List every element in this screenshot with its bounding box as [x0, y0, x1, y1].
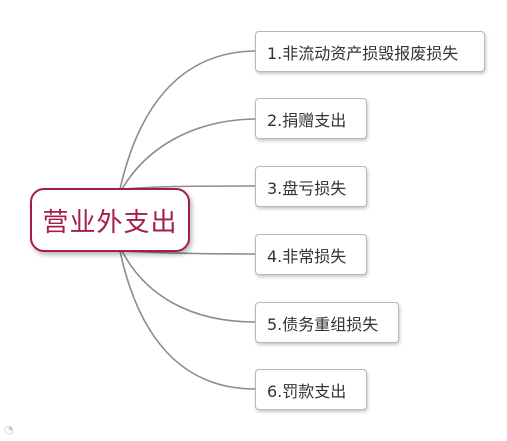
branch-node-5: 5.债务重组损失	[255, 302, 399, 343]
branch-node-6: 6.罚款支出	[255, 369, 367, 410]
branch-node-6-label: 6.罚款支出	[267, 381, 347, 401]
watermark: ◔	[4, 423, 17, 436]
branch-node-4: 4.非常损失	[255, 234, 367, 275]
branch-node-1: 1.非流动资产损毁报废损失	[255, 31, 485, 72]
branch-node-1-label: 1.非流动资产损毁报废损失	[267, 43, 459, 63]
connector-line-6	[119, 250, 256, 390]
connector-line-1	[119, 50, 256, 190]
weibo-logo-icon: ◔	[4, 423, 14, 436]
branch-node-2: 2.捐赠支出	[255, 98, 367, 139]
branch-node-4-label: 4.非常损失	[267, 246, 347, 266]
connector-line-5	[121, 250, 256, 323]
branch-node-3-label: 3.盘亏损失	[267, 178, 347, 198]
branch-node-2-label: 2.捐赠支出	[267, 110, 347, 130]
branch-node-3: 3.盘亏损失	[255, 166, 367, 207]
connector-line-2	[121, 118, 256, 190]
branch-node-5-label: 5.债务重组损失	[267, 314, 379, 334]
root-node-label: 营业外支出	[42, 207, 178, 238]
root-node: 营业外支出	[30, 188, 190, 252]
